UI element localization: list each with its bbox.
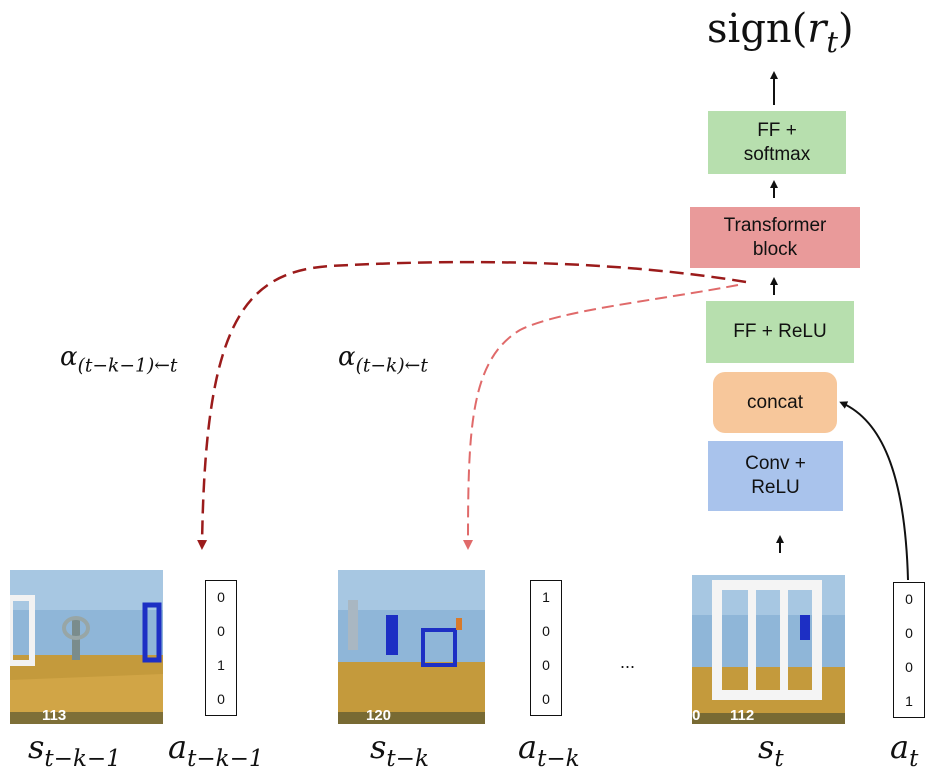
- game-frame-1-image: [10, 570, 163, 724]
- a-t-k-1-v1: 0: [217, 623, 225, 639]
- a-t-k-1-v0: 0: [217, 589, 225, 605]
- a-t-v2: 0: [905, 659, 913, 675]
- ff-softmax-line2: softmax: [743, 143, 811, 165]
- a-t-k-v3: 0: [542, 691, 550, 707]
- game-frame-3-image: [692, 575, 845, 724]
- a-t-k-v0: 1: [542, 589, 550, 605]
- hud-value-2: 120: [366, 707, 392, 724]
- hud-value-1: 113: [42, 707, 67, 724]
- label-a-t-k: at−k: [518, 728, 580, 769]
- a-t-v1: 0: [905, 625, 913, 641]
- attention-arrow-far: [197, 260, 747, 550]
- a-t-k-1-v3: 0: [217, 691, 225, 707]
- conv-relu-block: Conv + ReLU: [708, 441, 843, 511]
- attention-label-far: α(t−k−1)←t: [60, 342, 178, 377]
- a-t-k-1-v2: 1: [217, 657, 225, 673]
- concat-label: concat: [747, 391, 803, 413]
- transformer-block: Transformer block: [690, 207, 860, 268]
- reward-subscript: t: [826, 25, 838, 60]
- ellipsis: ...: [620, 652, 636, 672]
- game-frame-2-image: [338, 570, 485, 724]
- conv-line2: ReLU: [751, 477, 800, 498]
- transformer-line2: block: [752, 238, 798, 260]
- ff-softmax-line1: FF +: [757, 119, 797, 141]
- attention-arrow-near: [463, 284, 739, 550]
- action-vector-a-t-k-1: 0 0 1 0: [205, 580, 237, 716]
- label-a-t: at: [890, 728, 919, 769]
- label-s-t-k: st−k: [370, 728, 429, 769]
- output-label: sign(rt): [707, 6, 854, 60]
- arrow-action-to-concat: [839, 401, 909, 581]
- label-a-t-k-1: at−k−1: [168, 728, 264, 769]
- ff-softmax-block: FF + softmax: [708, 111, 846, 174]
- concat-block: concat: [713, 372, 837, 433]
- hud-value-3-left: 0: [692, 707, 701, 724]
- transformer-line1: Transformer: [723, 214, 827, 236]
- attention-label-near: α(t−k)←t: [338, 342, 428, 377]
- a-t-k-v1: 0: [542, 623, 550, 639]
- label-s-t: st: [758, 728, 784, 769]
- action-vector-a-t: 0 0 0 1: [893, 582, 925, 718]
- frame-s-t: 0 112: [692, 575, 845, 724]
- conv-line1: Conv +: [745, 453, 806, 474]
- frame-s-t-k-1: 113: [10, 570, 163, 724]
- ff-relu-label: FF + ReLU: [733, 321, 827, 342]
- frame-s-t-k: 120: [338, 570, 485, 724]
- a-t-v3: 1: [905, 693, 913, 709]
- label-s-t-k-1: st−k−1: [28, 728, 121, 769]
- sign-function: sign: [707, 6, 792, 52]
- hud-value-3: 112: [730, 707, 755, 724]
- a-t-v0: 0: [905, 591, 913, 607]
- reward-variable: r: [807, 6, 827, 52]
- action-vector-a-t-k: 1 0 0 0: [530, 580, 562, 716]
- a-t-k-v2: 0: [542, 657, 550, 673]
- ff-relu-block: FF + ReLU: [706, 301, 854, 363]
